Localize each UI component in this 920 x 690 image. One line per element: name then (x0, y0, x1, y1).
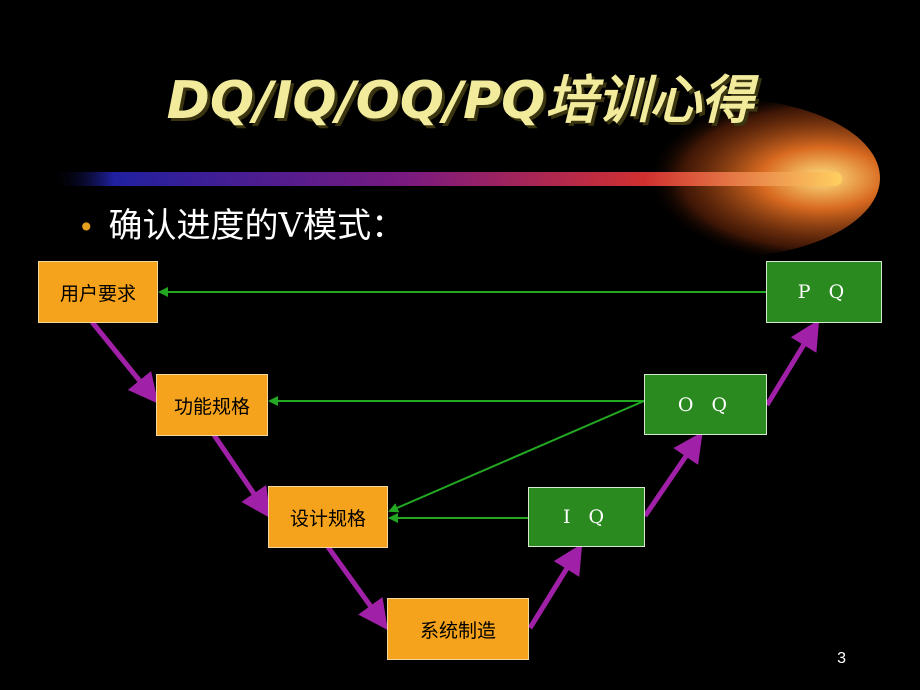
flow-arrow-manufacture-to-iq (527, 543, 583, 630)
box-functional-spec: 功能规格 (156, 374, 268, 436)
box-pq: P Q (766, 261, 882, 323)
box-oq: O Q (644, 374, 767, 435)
feedback-arrow-oq-to-designspec (388, 400, 645, 513)
box-system-manufacture: 系统制造 (387, 598, 529, 660)
bullet-text: 确认进度的V模式： (108, 206, 406, 246)
page-number: 3 (837, 650, 846, 667)
box-design-spec: 设计规格 (268, 486, 388, 548)
flow-arrow-designspec-to-manufacture (325, 545, 388, 631)
box-user-requirements: 用户要求 (38, 261, 158, 323)
flow-arrow-iq-to-oq (642, 431, 703, 518)
slide-title: DQ/IQ/OQ/PQ培训心得 (166, 71, 754, 131)
bullet-dot-icon: • (78, 211, 95, 244)
box-iq: I Q (528, 487, 645, 547)
bullet-item: • 确认进度的V模式： (78, 198, 405, 247)
flow-arrow-userreq-to-funcspec (90, 320, 159, 404)
flow-arrow-oq-to-pq (764, 319, 820, 407)
flow-arrow-funcspec-to-designspec (211, 433, 271, 519)
